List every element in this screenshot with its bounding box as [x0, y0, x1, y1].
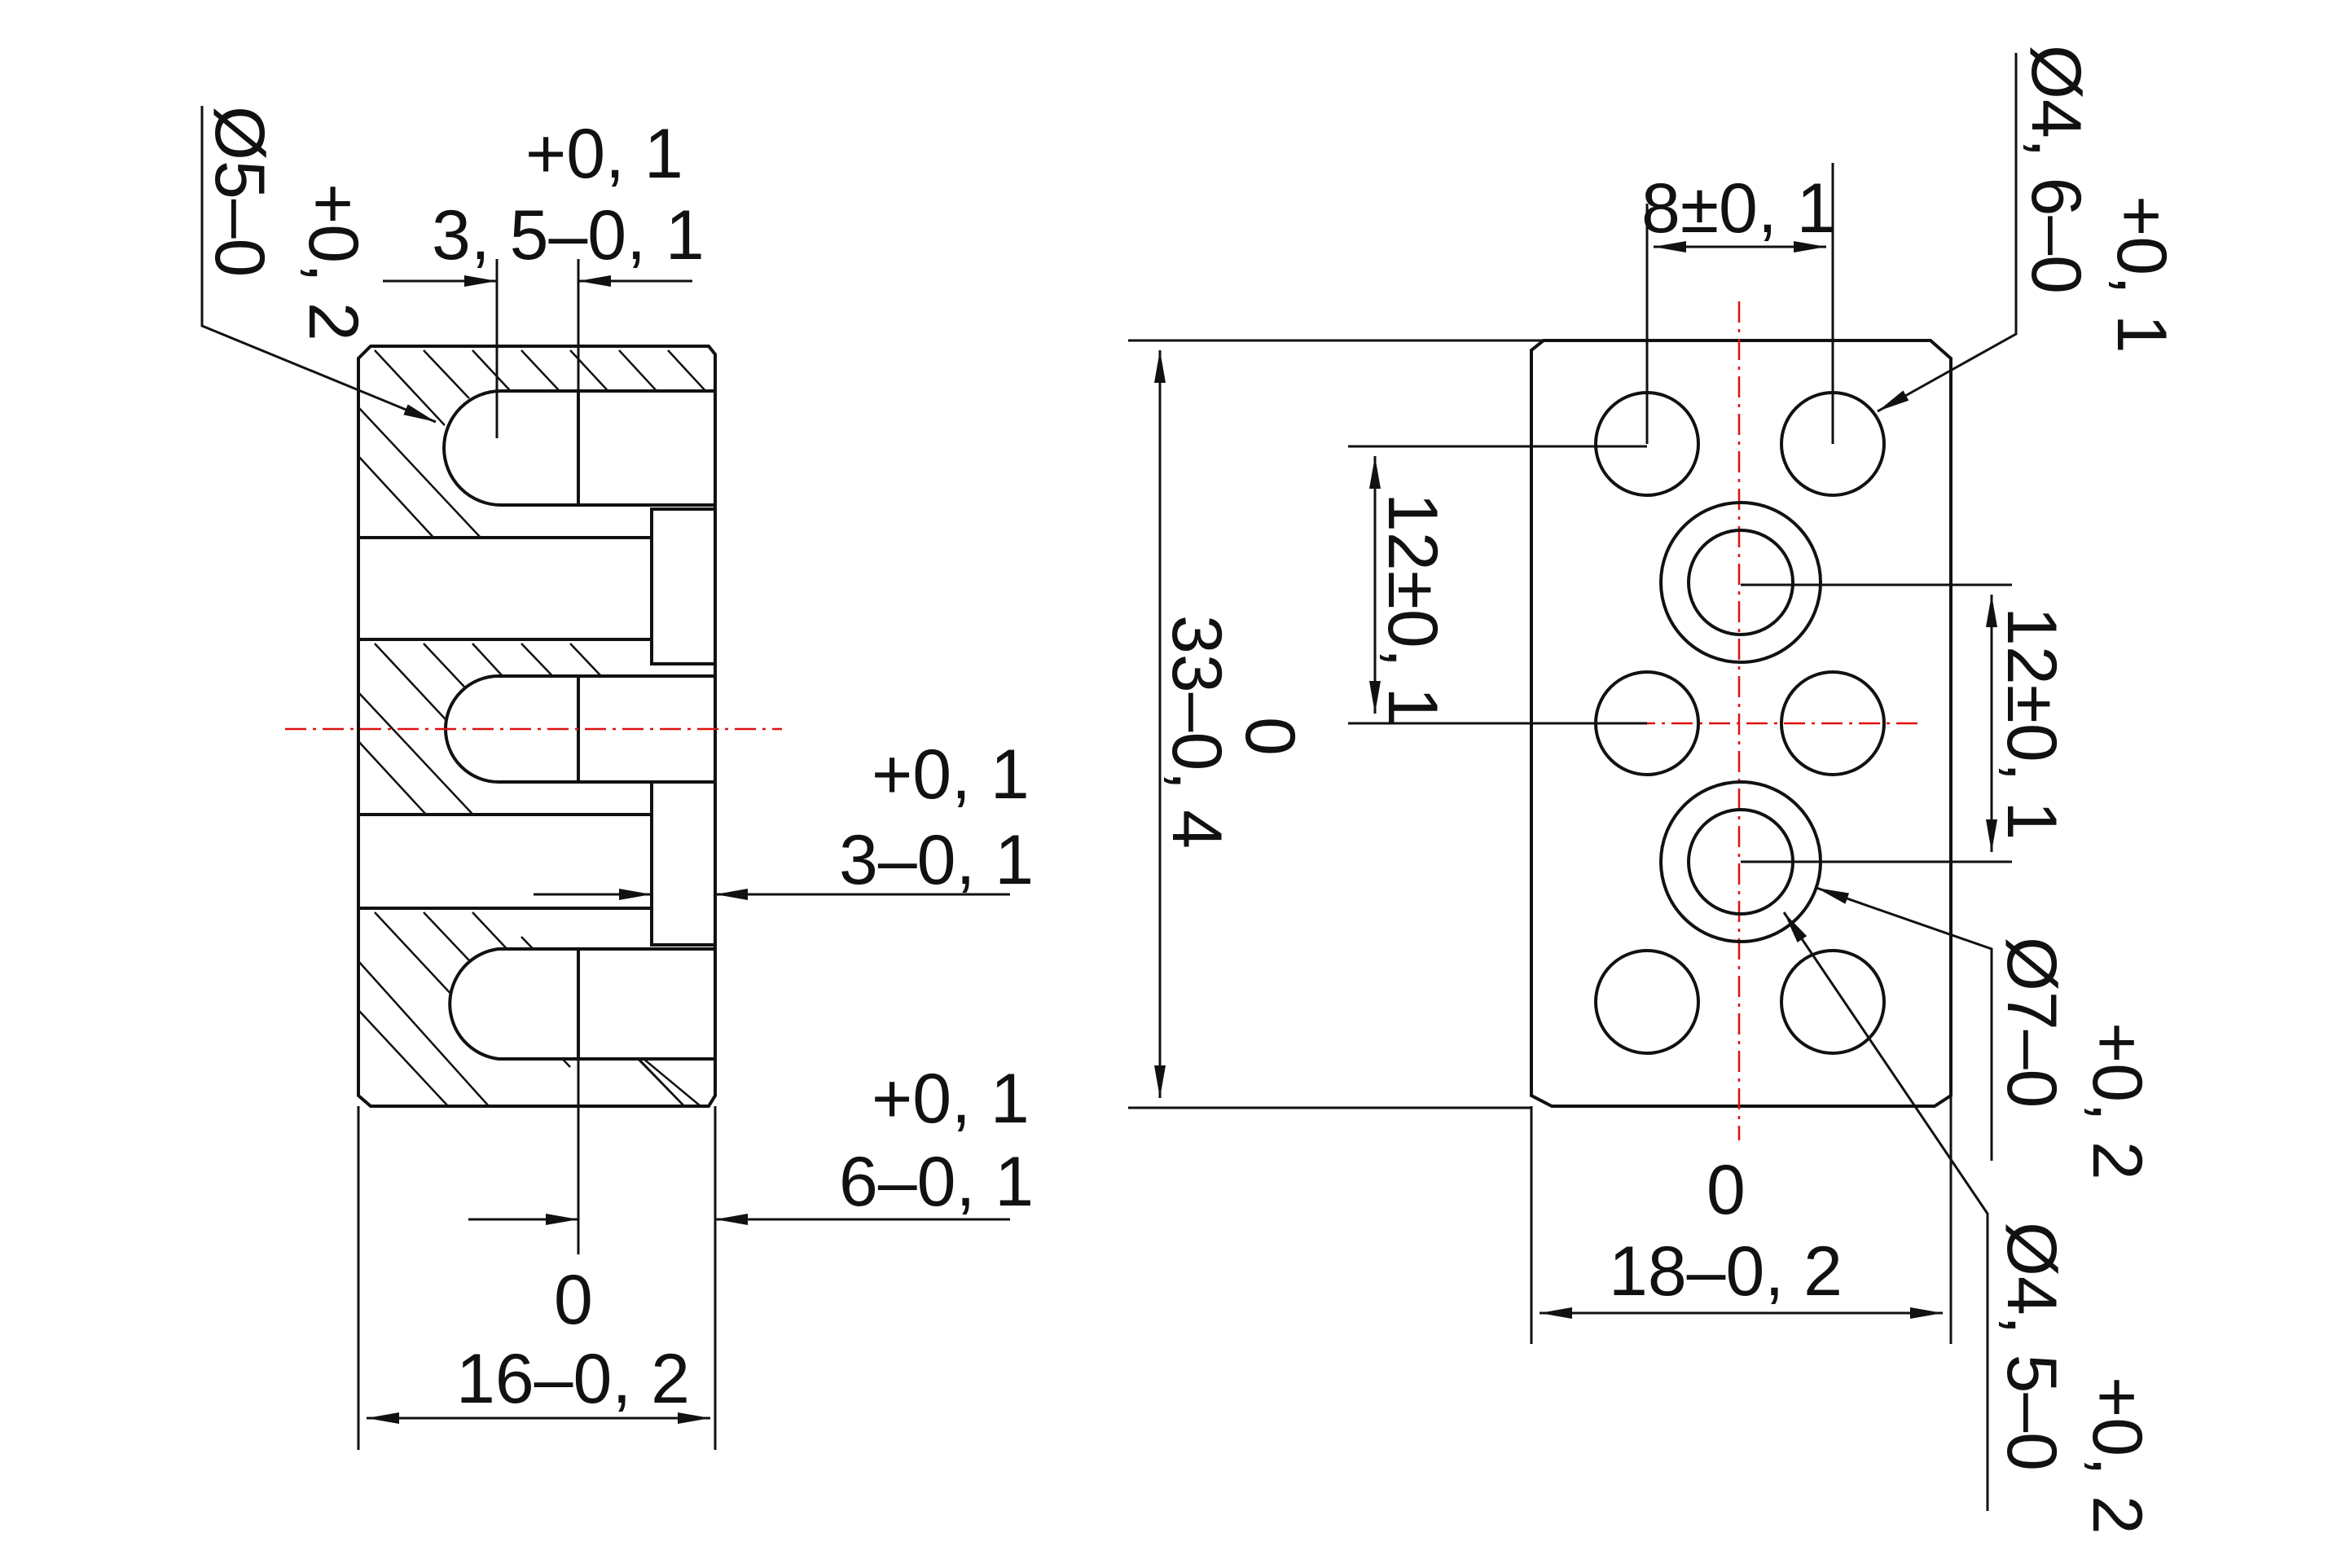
d6-lower: 6–0, 1	[839, 1143, 1034, 1221]
w35-upper: +0, 1	[525, 115, 683, 193]
through-slot-upper	[358, 507, 715, 665]
side-body-outline	[357, 345, 717, 1108]
pitch8-label: 8±0, 1	[1641, 169, 1835, 248]
dia7-tolerance: +0, 2	[2078, 1022, 2156, 1180]
height33-upper: 0	[1231, 717, 1309, 756]
dim-8-pitch	[1645, 163, 1834, 444]
front-body-outline	[1530, 339, 1952, 1108]
dia45-leader	[1782, 911, 1989, 1511]
dim-3-5	[383, 259, 692, 438]
section-hatching	[358, 349, 715, 1106]
dim-16	[357, 1106, 710, 1450]
dia5-leader	[200, 106, 437, 424]
counterbore-inner	[1687, 529, 1794, 636]
dia7-leader	[1816, 886, 1993, 1161]
w16-upper: 0	[554, 1261, 593, 1339]
dim-33-height	[1128, 339, 1544, 1109]
dia5-label: Ø5–0	[200, 106, 279, 277]
pin-pocket-bottom	[448, 947, 715, 1061]
dia46-label: Ø4, 6–0	[2017, 45, 2095, 294]
pitch12-left-label: 12±0, 1	[1373, 493, 1452, 726]
w35-lower: 3, 5–0, 1	[432, 196, 705, 275]
dia45-tolerance: +0, 2	[2078, 1377, 2156, 1535]
dia7-label: Ø7–0	[1992, 937, 2071, 1108]
dim-3	[534, 815, 1010, 920]
counterbore-outer	[1659, 501, 1822, 664]
d6-upper: +0, 1	[872, 1060, 1030, 1138]
height33-lower: 33–0, 4	[1157, 615, 1236, 849]
pin-pocket-top	[442, 389, 715, 507]
w18-lower: 18–0, 2	[1609, 1232, 1843, 1311]
dia46-leader	[1877, 53, 2018, 413]
dim-12-right	[1741, 583, 2012, 863]
dim-18-width	[1530, 1096, 1952, 1344]
contact-hole	[1780, 670, 1886, 776]
dia5-tolerance: +0, 2	[294, 183, 372, 341]
dia46-tolerance: +0, 1	[2102, 195, 2181, 354]
contact-hole	[1780, 949, 1886, 1055]
dim-6	[468, 1059, 1010, 1450]
w18-upper: 0	[1706, 1151, 1746, 1229]
side-section-view	[200, 106, 1010, 1450]
d3-lower: 3–0, 1	[839, 821, 1034, 899]
pitch12-right-label: 12±0, 1	[1992, 607, 2071, 840]
front-view	[1128, 53, 2018, 1511]
dim-12-left	[1348, 445, 1647, 725]
contact-hole	[1594, 949, 1700, 1055]
w16-lower: 16–0, 2	[456, 1340, 690, 1418]
d3-upper: +0, 1	[872, 736, 1030, 814]
dia45-label: Ø4, 5–0	[1992, 1222, 2071, 1471]
